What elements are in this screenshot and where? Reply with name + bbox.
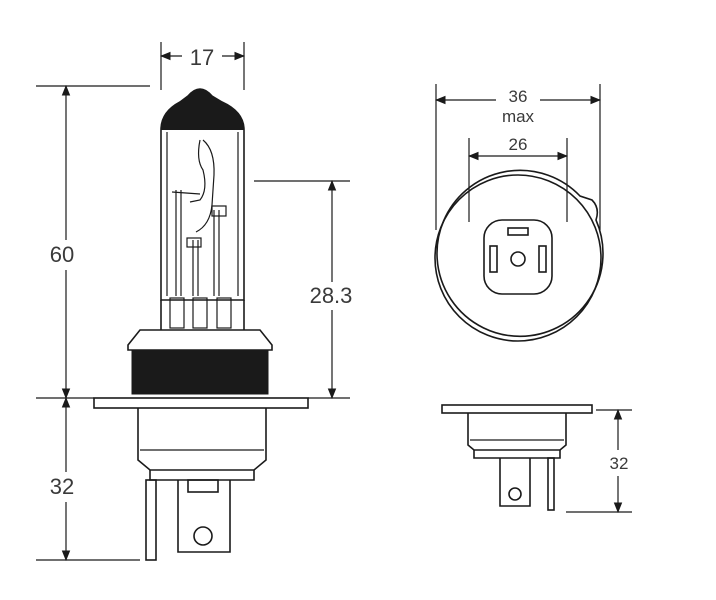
side-lower xyxy=(473,450,561,459)
side-terminal-hole xyxy=(508,487,522,501)
base-body xyxy=(137,408,267,471)
top-view: 36 max 26 xyxy=(434,84,604,342)
connector-center-hole xyxy=(510,251,526,267)
side-terminal xyxy=(499,458,531,507)
dim-focal-height: 28.3 xyxy=(254,179,362,400)
front-view: 17 60 28.3 32 xyxy=(36,42,362,562)
glass-pins xyxy=(169,297,232,329)
flange-circle xyxy=(434,174,602,342)
dark-collar xyxy=(131,349,269,395)
dim-label-32: 32 xyxy=(50,474,74,499)
dim-label-60: 60 xyxy=(50,242,74,267)
dim-glass-width: 17 xyxy=(159,42,246,90)
terminal-center xyxy=(177,480,231,553)
dim-label-side-32: 32 xyxy=(610,454,629,473)
dim-label-26: 26 xyxy=(509,135,528,154)
dim-connector-width: 26 xyxy=(467,134,569,222)
terminal-hole xyxy=(193,526,213,546)
side-pin xyxy=(547,457,555,511)
side-flange xyxy=(441,404,593,414)
connector-right-slot xyxy=(538,245,547,273)
side-view: 32 xyxy=(441,404,638,514)
flange-outline xyxy=(436,169,604,338)
dim-base-height: 32 xyxy=(36,396,140,562)
connector-top-slot xyxy=(507,227,529,236)
dim-side-base-height: 32 xyxy=(566,408,638,514)
base-lower xyxy=(149,470,255,481)
dim-flange-diameter: 36 max xyxy=(434,84,602,230)
dim-label-17: 17 xyxy=(190,45,214,70)
flange xyxy=(93,397,309,409)
dim-label-36: 36 xyxy=(509,87,528,106)
bulb-tip xyxy=(161,89,244,130)
side-body xyxy=(467,413,567,451)
filament-assembly xyxy=(171,139,227,296)
connector-left-slot xyxy=(489,245,498,273)
dim-overall-height: 60 xyxy=(36,84,150,400)
upper-cap xyxy=(127,329,273,351)
dim-label-28-3: 28.3 xyxy=(310,283,353,308)
terminal-left xyxy=(145,479,157,561)
dim-label-max: max xyxy=(502,107,535,126)
terminal-right xyxy=(187,479,219,493)
connector-body xyxy=(483,219,553,295)
